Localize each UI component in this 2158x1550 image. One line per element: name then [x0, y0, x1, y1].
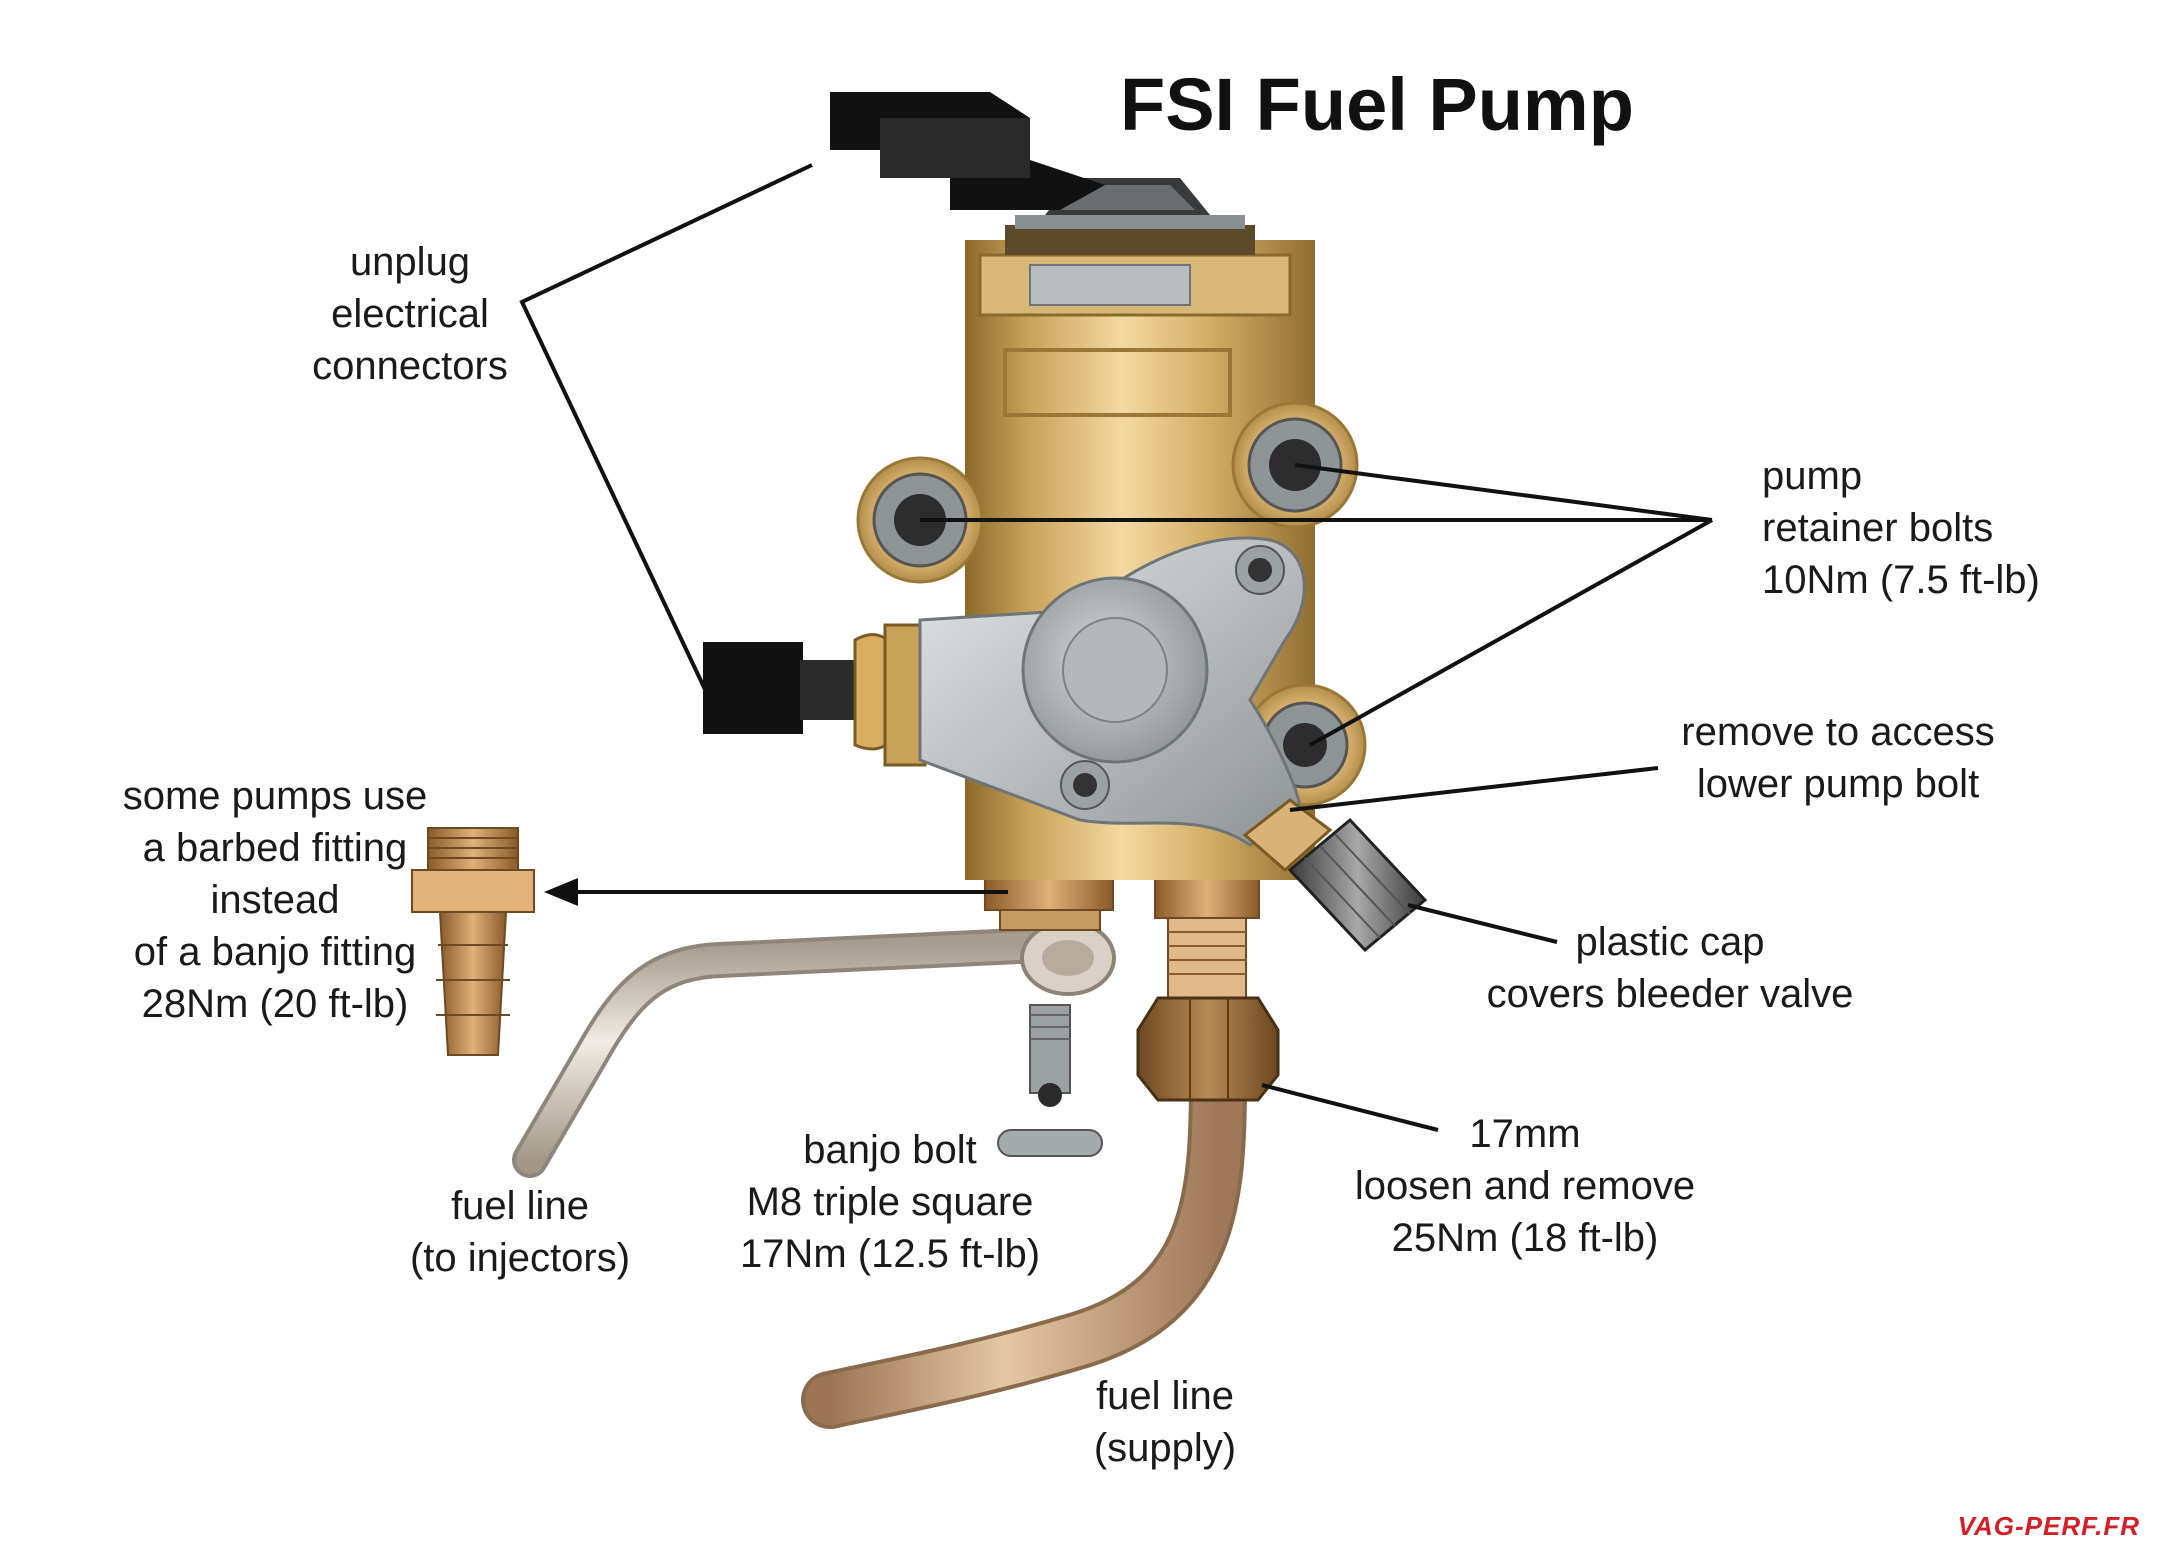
label-line: plastic cap: [1575, 920, 1765, 964]
label-line: 25Nm (18 ft-lb): [1391, 1216, 1659, 1260]
label-banjo-bolt: banjo bolt M8 triple square 17Nm (12.5 f…: [720, 1124, 1060, 1280]
leader-lower-bolt: [1289, 766, 1659, 812]
label-line: of a banjo fitting: [133, 930, 417, 974]
label-line: fuel line: [451, 1184, 589, 1228]
label-line: remove to access: [1681, 710, 1995, 754]
leader-plastic-cap: [1407, 903, 1558, 944]
leader-retainer-lower: [1309, 518, 1713, 747]
label-line: connectors: [312, 344, 508, 388]
label-plastic-cap: plastic cap covers bleeder valve: [1470, 916, 1870, 1020]
label-line: pump: [1762, 454, 1863, 498]
label-line: instead: [210, 878, 340, 922]
label-electrical-connectors: unplug electrical connectors: [290, 236, 530, 392]
label-fuel-line-injectors: fuel line (to injectors): [390, 1180, 650, 1284]
label-line: fuel line: [1096, 1374, 1234, 1418]
supply-fitting: [1154, 865, 1260, 999]
label-line: 17mm: [1469, 1112, 1581, 1156]
label-line: 17Nm (12.5 ft-lb): [739, 1232, 1041, 1276]
top-connector[interactable]: [830, 92, 1210, 215]
label-line: (supply): [1093, 1426, 1237, 1470]
arrow-head-barbed: [544, 878, 578, 906]
watermark-logo: VAG-PERF.FR: [1957, 1511, 2140, 1541]
label-line: loosen and remove: [1354, 1164, 1696, 1208]
alloy-flange: [918, 536, 1306, 847]
label-line: electrical: [331, 292, 489, 336]
leader-lines: [519, 163, 1713, 1132]
label-line: unplug: [349, 240, 471, 284]
banjo-bolt: [997, 1004, 1103, 1157]
leader-electrical: [519, 163, 813, 701]
label-line: some pumps use: [122, 774, 428, 818]
label-line: lower pump bolt: [1696, 762, 1980, 806]
label-retainer-bolts: pump retainer bolts 10Nm (7.5 ft-lb): [1762, 450, 2040, 606]
label-line: banjo bolt: [803, 1128, 977, 1172]
plastic-cap[interactable]: [1287, 817, 1428, 953]
bleeder-fitting: [1242, 798, 1333, 872]
label-fuel-line-supply: fuel line (supply): [1055, 1370, 1275, 1474]
label-barbed-fitting: some pumps use a barbed fitting instead …: [90, 770, 460, 1030]
leader-retainer-right: [1294, 463, 1713, 522]
label-line: 28Nm (20 ft-lb): [141, 982, 409, 1026]
label-line: covers bleeder valve: [1486, 972, 1854, 1016]
label-line: retainer bolts: [1762, 506, 1994, 550]
label-line: (to injectors): [409, 1236, 631, 1280]
label-line: M8 triple square: [746, 1180, 1034, 1224]
label-line: 10Nm (7.5 ft-lb): [1762, 558, 2040, 602]
supply-nut: [1136, 996, 1280, 1102]
leader-supply-nut: [1261, 1083, 1439, 1132]
label-lower-pump-bolt: remove to access lower pump bolt: [1658, 706, 2018, 810]
supply-fuel-line: [801, 1051, 1247, 1429]
label-line: a barbed fitting: [142, 826, 408, 870]
diagram-title: FSI Fuel Pump: [1120, 63, 1634, 146]
label-supply-nut: 17mm loosen and remove 25Nm (18 ft-lb): [1335, 1108, 1715, 1264]
side-connector[interactable]: [703, 623, 927, 767]
barbed-fitting: [411, 827, 535, 1056]
injector-fuel-line: [512, 920, 1116, 1178]
